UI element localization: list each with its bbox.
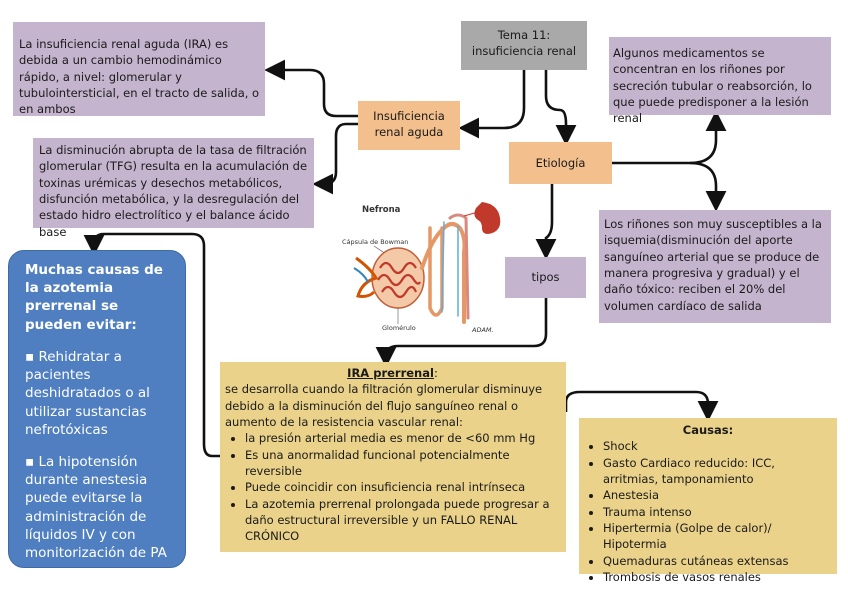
tfg-box: La disminución abrupta de la tasa de fil… xyxy=(33,138,314,239)
adam-logo: ADAM. xyxy=(471,326,494,334)
glomerulo-label: Glomérulo xyxy=(382,324,416,332)
tipos-label: tipos xyxy=(531,270,560,284)
connector-evitables xyxy=(83,232,220,458)
connector-etiologia-isquemia xyxy=(689,161,727,212)
tfg-text: La disminución abrupta de la tasa de fil… xyxy=(39,143,308,239)
tubule-icon xyxy=(420,213,470,324)
causas-item: Trauma intenso xyxy=(603,504,833,520)
prerrenal-list: la presión arterial media es menor de <6… xyxy=(225,430,560,544)
prerrenal-intro: se desarrolla cuando la filtración glome… xyxy=(225,382,543,429)
causas-title: Causas: xyxy=(682,423,734,437)
bowman-label: Cápsula de Bowman xyxy=(342,238,408,246)
prerrenal-item: La azotemia prerrenal prolongada puede p… xyxy=(245,496,560,545)
prerrenal-item: la presión arterial media es menor de <6… xyxy=(245,430,560,446)
prerrenal-item: Puede coincidir con insuficiencia renal … xyxy=(245,479,560,495)
kidney-icon xyxy=(463,202,501,234)
medicamentos-box: Algunos medicamentos se concentran en lo… xyxy=(609,37,831,125)
prerrenal-title: IRA prerrenal xyxy=(347,366,434,380)
evitables-item-2: ▪ La hipotensión durante anestesia puede… xyxy=(25,453,167,562)
etiologia-label: Etiología xyxy=(535,156,586,170)
connector-tema-ira xyxy=(458,70,526,139)
ira-node: Insuficiencia renal aguda xyxy=(358,101,460,150)
connector-tipos-prerrenal xyxy=(375,298,548,368)
causas-box: Causas: Shock Gasto Cardiaco reducido: I… xyxy=(579,418,837,584)
glomerulus-icon xyxy=(353,247,425,309)
evitables-item-1: ▪ Rehidratar a pacientes deshidratados o… xyxy=(25,348,150,438)
ira-line2: renal aguda xyxy=(374,125,444,140)
connector-etiologia-tipos xyxy=(535,184,557,260)
connector-prerrenal-causas xyxy=(564,390,719,422)
connector-ira-tfg xyxy=(312,122,358,195)
prerrenal-heading: IRA prerrenal: xyxy=(225,365,560,381)
causas-item: Shock xyxy=(603,438,833,454)
tipos-node: tipos xyxy=(505,257,586,298)
connector-ira-definition xyxy=(264,59,358,118)
causas-item: Trombosis de vasos renales xyxy=(603,569,833,585)
etiologia-node: Etiología xyxy=(509,142,612,184)
nephron-title-label: Nefrona xyxy=(362,205,401,215)
ira-line1: Insuficiencia xyxy=(373,109,445,123)
definition-text: La insuficiencia renal aguda (IRA) es de… xyxy=(19,37,260,117)
connector-tema-etiologia xyxy=(544,70,577,146)
tema-line1: Tema 11: xyxy=(497,28,551,42)
isquemia-text: Los riñones son muy susceptibles a la is… xyxy=(604,217,822,313)
definition-box: La insuficiencia renal aguda (IRA) es de… xyxy=(13,22,265,116)
nephron-illustration: Nefrona Cápsula de Bowman Glomérulo ADAM… xyxy=(342,202,501,334)
tema-node: Tema 11: insuficiencia renal xyxy=(461,21,587,70)
evitables-box: Muchas causas de la azotemia prerrenal s… xyxy=(8,250,186,568)
prerrenal-box: IRA prerrenal: se desarrolla cuando la f… xyxy=(220,362,566,552)
tema-line2: insuficiencia renal xyxy=(471,44,577,59)
prerrenal-title-suffix: : xyxy=(433,366,438,380)
causas-item: Anestesia xyxy=(603,487,833,503)
causas-item: Gasto Cardiaco reducido: ICC, arritmias,… xyxy=(603,455,833,488)
causas-item: Hipertermia (Golpe de calor)/ Hipotermia xyxy=(603,520,833,553)
isquemia-box: Los riñones son muy susceptibles a la is… xyxy=(599,210,831,323)
medicamentos-text: Algunos medicamentos se concentran en lo… xyxy=(613,46,812,126)
causas-list: Shock Gasto Cardiaco reducido: ICC, arri… xyxy=(583,438,833,585)
causas-item: Quemaduras cutáneas extensas xyxy=(603,553,833,569)
prerrenal-item: Es una anormalidad funcional potencialme… xyxy=(245,447,560,480)
evitables-title: Muchas causas de la azotemia prerrenal s… xyxy=(25,262,163,333)
